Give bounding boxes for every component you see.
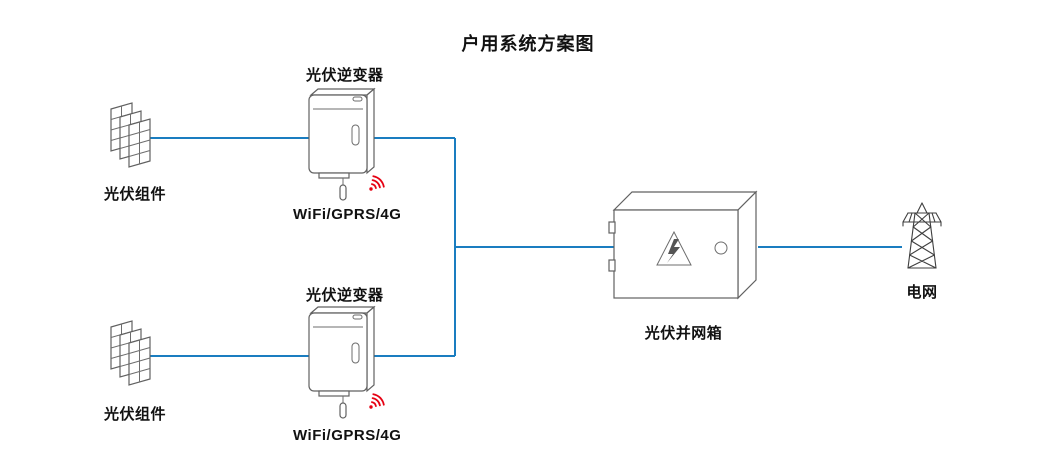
inverter-bottom-comm-label: WiFi/GPRS/4G [293, 427, 402, 444]
diagram-title: 户用系统方案图 [461, 34, 595, 54]
door-knob [714, 241, 728, 255]
inverter-top-comm-label: WiFi/GPRS/4G [293, 206, 402, 223]
transmission-tower-icon [902, 202, 942, 269]
pv-module-top-label: 光伏组件 [104, 186, 167, 203]
wifi-signal-icon-bottom [369, 393, 385, 409]
grid-box-icon [608, 190, 758, 300]
hinge-bottom [608, 259, 616, 272]
solar-panel-icon-bottom [110, 320, 151, 386]
solar-panel-icon-top [110, 102, 151, 168]
inverter-bottom-label: 光伏逆变器 [306, 287, 384, 304]
grid-box-label: 光伏并网箱 [644, 325, 723, 342]
warning-triangle-icon [656, 230, 692, 266]
hinge-top [608, 221, 616, 234]
inverter-top-label: 光伏逆变器 [306, 67, 384, 84]
wifi-signal-icon-top [369, 175, 385, 191]
inverter-icon-top [308, 87, 385, 201]
inverter-icon-bottom [308, 305, 385, 419]
grid-label: 电网 [906, 284, 938, 301]
pv-module-bottom-label: 光伏组件 [104, 406, 167, 423]
